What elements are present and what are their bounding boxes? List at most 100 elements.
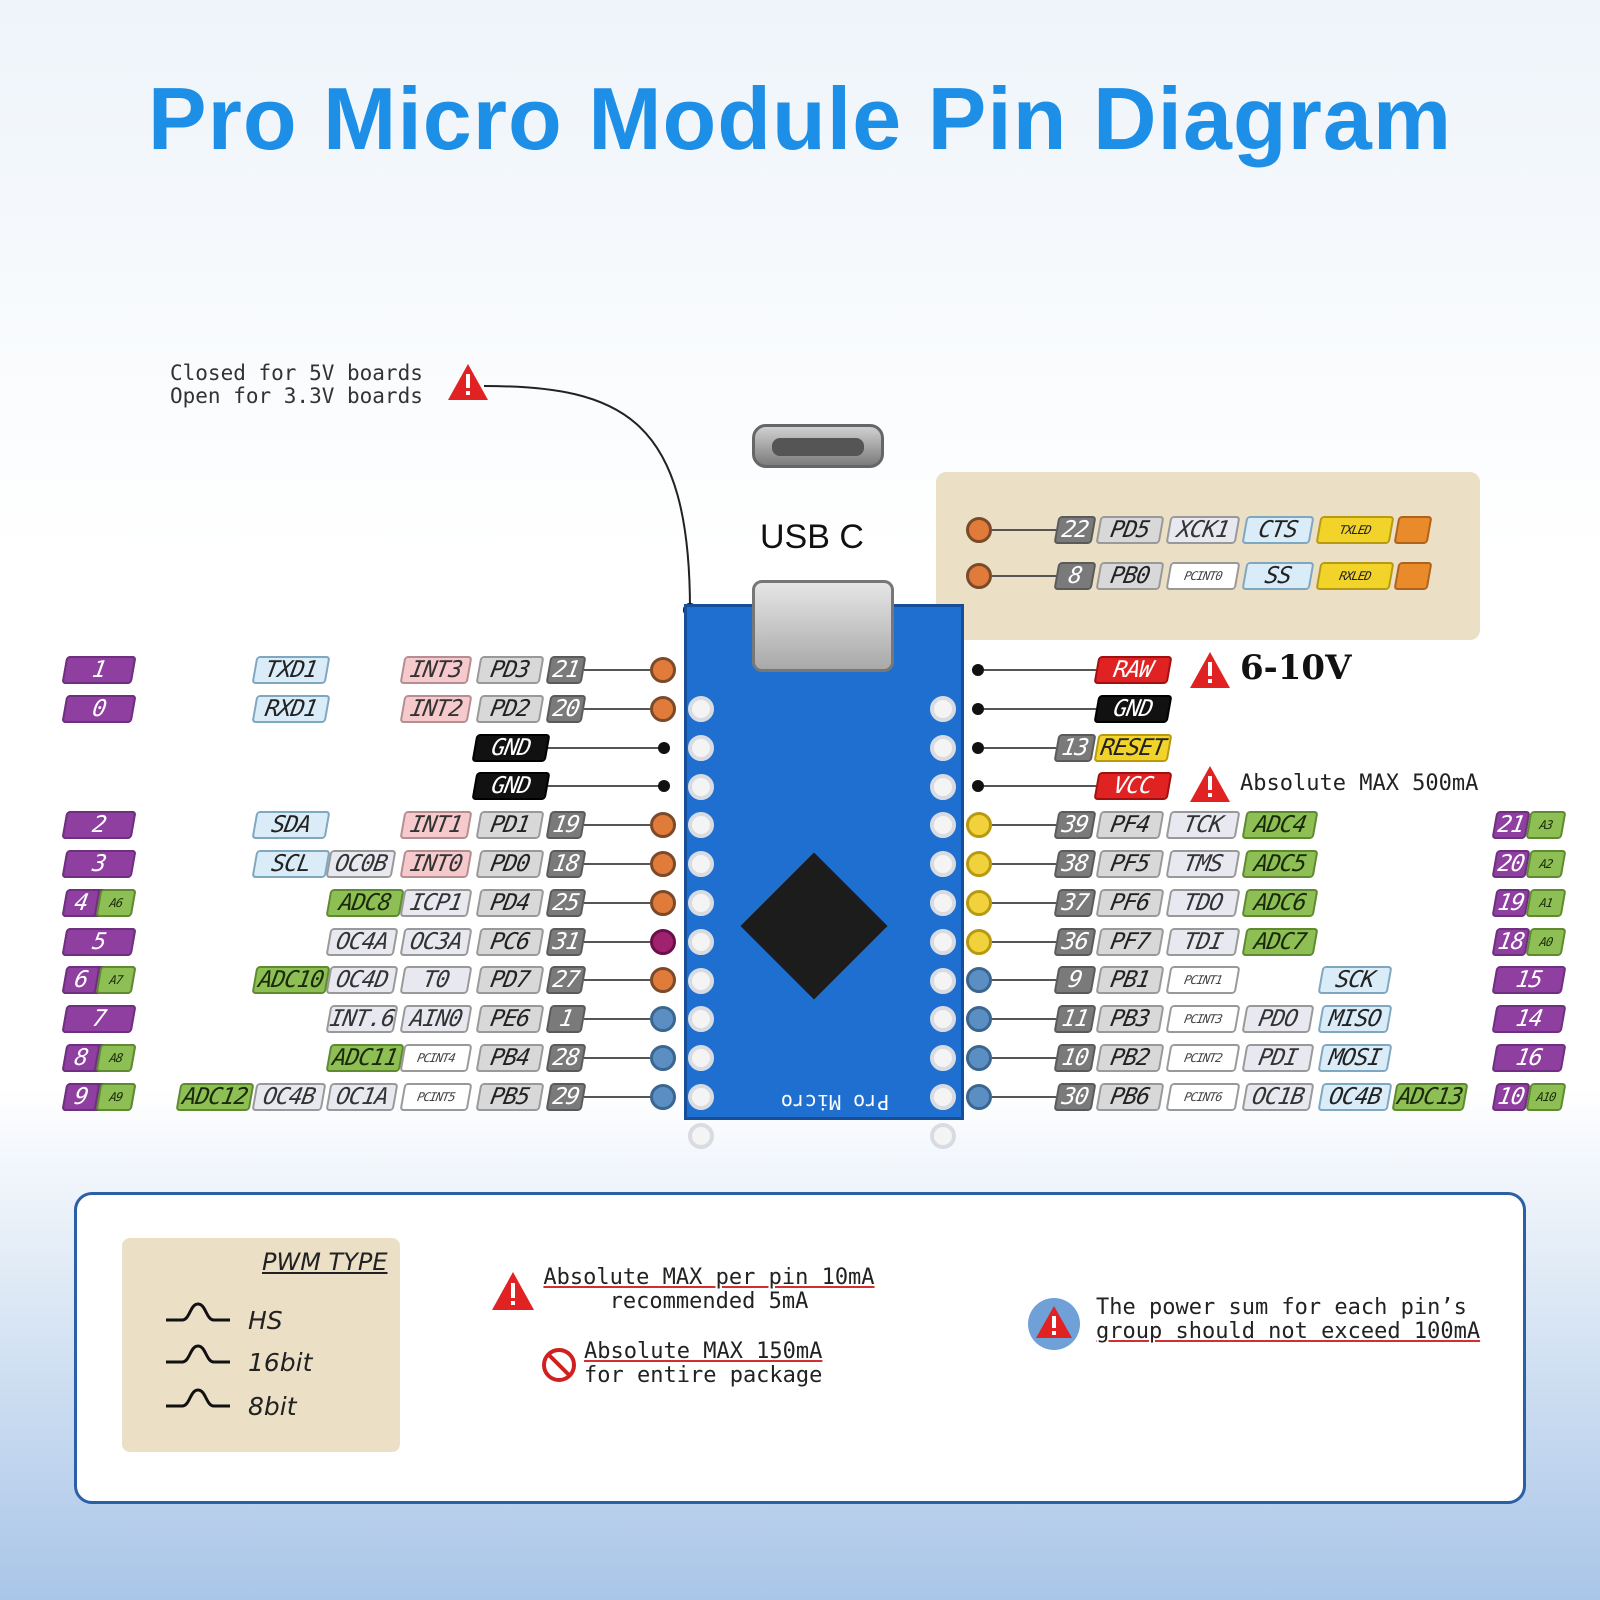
pin-dot — [650, 967, 676, 994]
pin-leader-line — [548, 785, 662, 788]
chip-pin-number: 38 — [1053, 850, 1097, 878]
pin-hole-right — [930, 734, 956, 761]
power-pin-label: RESET — [1093, 733, 1173, 762]
pwm-type-8bit: 8bit — [248, 1392, 297, 1421]
serial-function-label: SDA — [251, 811, 331, 840]
pin-leader-line — [984, 707, 1096, 710]
package-current-line: for entire package — [584, 1363, 823, 1388]
pin-dot — [966, 889, 992, 916]
pin-leader-line — [584, 979, 650, 982]
port-label: PD0 — [475, 850, 545, 878]
pin-dot — [658, 741, 670, 754]
adc-function-label: ADC12 — [175, 1082, 255, 1111]
pin-hole-left — [688, 1045, 714, 1072]
pin-leader-line — [992, 824, 1056, 827]
pin-dot — [966, 812, 992, 839]
pwm-type-title: PWM TYPE — [262, 1248, 388, 1276]
pin-function-label: OC3A — [399, 927, 473, 956]
interrupt-function-label: INT2 — [399, 694, 473, 723]
chip-pin-number: 36 — [1053, 927, 1097, 956]
analog-pin-label: A7 — [95, 966, 137, 995]
arduino-pin-number: 16 — [1491, 1044, 1567, 1072]
pin-dot — [650, 1045, 676, 1071]
pin-function-label: PDI — [1241, 1044, 1315, 1072]
pin-dot — [972, 741, 984, 754]
pin-hole-left — [688, 812, 714, 839]
pin-leader-line — [548, 746, 662, 749]
arduino-pin-number: 18 — [1491, 927, 1531, 956]
pin-leader-line — [992, 1018, 1056, 1021]
pin-dot — [650, 928, 676, 955]
arduino-pin-number: 1 — [61, 656, 137, 684]
pin-hole-right — [930, 890, 956, 916]
pin-dot — [966, 928, 992, 955]
raw-voltage-note: 6-10V — [1240, 648, 1352, 688]
pin-hole-left — [688, 928, 714, 955]
pin-leader-line — [584, 824, 650, 827]
pin-leader-line — [584, 1057, 650, 1059]
led-pin-box — [936, 472, 1480, 640]
chip-pin-number: 29 — [545, 1082, 587, 1111]
pin-leader-line — [584, 901, 650, 904]
chip-pin-number: 28 — [545, 1044, 587, 1072]
chip-pin-number: 8 — [1053, 562, 1097, 590]
pin-dot — [650, 657, 676, 683]
chip-pin-number: 39 — [1053, 811, 1097, 840]
pin-leader-line — [992, 529, 1056, 531]
pwm-wave-icons — [166, 1302, 230, 1408]
analog-pin-label: A2 — [1525, 850, 1567, 878]
arduino-pin-number: 2 — [61, 811, 137, 840]
serial-function-label: CTS — [1241, 516, 1315, 544]
jumper-note-line: Open for 3.3V boards — [170, 384, 423, 408]
chip-pin-number: 30 — [1053, 1082, 1097, 1111]
gnd-label: GND — [471, 733, 551, 762]
pin-function-label: T0 — [399, 966, 473, 995]
pin-function-label: OC4A — [325, 927, 399, 956]
power-pin-label: RAW — [1093, 656, 1173, 684]
port-label: PB2 — [1095, 1044, 1165, 1072]
pin-function-label: OC1A — [325, 1082, 399, 1111]
pin-hole-right — [930, 1084, 956, 1110]
interrupt-function-label: INT0 — [399, 850, 473, 878]
adc-function-label: ADC10 — [251, 966, 331, 995]
warning-icon — [1190, 766, 1230, 802]
serial-function-label: SCK — [1317, 966, 1393, 995]
pin-leader-line — [584, 940, 650, 943]
pin-hole-left — [688, 967, 714, 994]
jumper-leader-line — [484, 385, 697, 617]
led-icon — [1393, 516, 1433, 544]
adc-function-label: ADC4 — [1241, 811, 1319, 840]
pin-leader-line — [992, 1057, 1056, 1059]
analog-pin-label: A1 — [1525, 888, 1567, 917]
pin-leader-line — [992, 979, 1056, 982]
led-label: TXLED — [1315, 516, 1395, 544]
pin-dot — [972, 664, 984, 676]
pin-leader-line — [992, 575, 1056, 577]
chip-pin-number: 11 — [1053, 1005, 1097, 1034]
arduino-pin-number: 19 — [1491, 888, 1531, 917]
jumper-note: Closed for 5V boards Open for 3.3V board… — [170, 362, 423, 408]
pin-hole-left — [688, 1006, 714, 1033]
arduino-pin-number: 0 — [61, 694, 137, 723]
arduino-pin-number: 10 — [1491, 1082, 1531, 1111]
pin-function-label: PCINT3 — [1165, 1005, 1241, 1034]
arduino-pin-number: 3 — [61, 850, 137, 878]
pin-dot — [650, 1006, 676, 1033]
pin-function-label: OC4D — [325, 966, 399, 995]
pin-function-label: TDO — [1165, 888, 1241, 917]
arduino-pin-number: 7 — [61, 1005, 137, 1034]
pwm-type-hs: HS — [248, 1306, 283, 1335]
pin-hole-left — [688, 734, 714, 761]
pin-hole-left — [688, 890, 714, 916]
pin-hole-right — [930, 1045, 956, 1072]
page-title: Pro Micro Module Pin Diagram — [147, 69, 1453, 168]
arduino-pin-number: 20 — [1491, 850, 1531, 878]
pin-current-line: Absolute MAX per pin 10mA — [543, 1265, 875, 1290]
pwm-function-label: OC0B — [325, 850, 397, 878]
pin-leader-line — [992, 863, 1056, 865]
chip-pin-number: 10 — [1053, 1044, 1097, 1072]
port-label: PD3 — [475, 656, 545, 684]
pin-dot — [650, 812, 676, 839]
pin-function-label: PCINT1 — [1165, 966, 1241, 995]
pin-dot — [966, 563, 992, 589]
